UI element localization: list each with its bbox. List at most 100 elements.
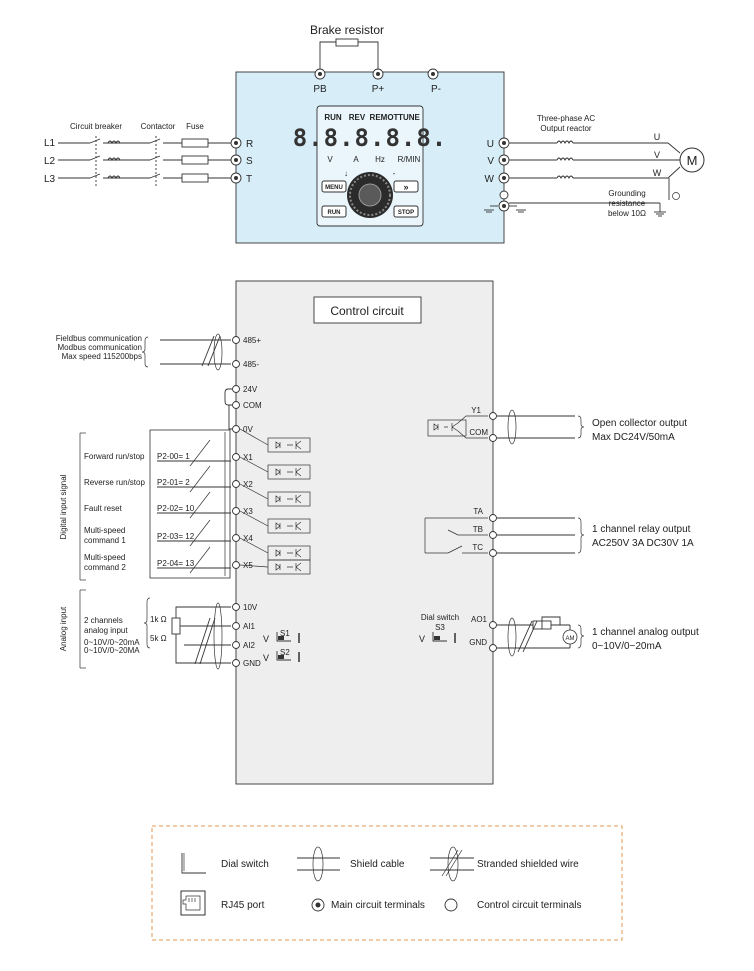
dial-switch-legend-icon <box>181 853 206 874</box>
terminal-oc-com: COM <box>469 428 488 437</box>
dial-switch-s1[interactable]: V S1 <box>263 629 300 644</box>
legend-dial-switch: Dial switch <box>221 859 269 870</box>
terminal-v: V <box>487 156 494 167</box>
circuit-breaker-label: Circuit breaker <box>70 122 122 131</box>
comm-line-1: Fieldbus communication <box>56 334 142 343</box>
menu-button-label: MENU <box>325 185 343 191</box>
x1-function: Forward run/stop <box>84 452 145 461</box>
ao-desc-2: 0~10V/0~20mA <box>592 641 662 652</box>
minus-arrow-icon: ↓ <box>344 169 348 178</box>
dial-switch-s2[interactable]: V S2 <box>263 648 300 663</box>
analog-desc-4: 0~10V/0~20MA <box>84 646 140 655</box>
output-lines: U V W Three-phase AC Output reactor U V … <box>484 114 705 218</box>
analog-meter-icon <box>562 629 578 645</box>
digital-group-label: Digital input signal <box>59 474 68 539</box>
control-title-box <box>313 296 422 324</box>
terminal-24v: 24V <box>243 385 258 394</box>
terminal-gnd: GND <box>243 659 261 668</box>
s2-label: S2 <box>280 648 290 657</box>
control-board <box>235 280 494 785</box>
reactor-label-2: Output reactor <box>540 124 591 133</box>
relay-desc-1: 1 channel relay output <box>592 524 691 535</box>
terminal-0v: 0V <box>243 425 253 434</box>
x5-function: Multi-speed <box>84 553 125 562</box>
x4-function: Multi-speed <box>84 526 125 535</box>
digital-input-x4: Multi-speed command 1 P2-03= 12 X4 <box>84 519 253 547</box>
line-l3: L3 <box>44 174 56 185</box>
terminal-t: T <box>246 174 252 185</box>
rj45-port-icon <box>180 890 206 916</box>
x4-terminal: X4 <box>243 534 253 543</box>
stop-button[interactable] <box>393 205 419 218</box>
x5-function-2: command 2 <box>84 563 126 572</box>
legend-stranded-wire: Stranded shielded wire <box>477 859 579 870</box>
reactor-label-1: Three-phase AC <box>537 114 595 123</box>
optocouplers <box>239 428 311 575</box>
control-terminal-legend-icon <box>444 898 458 912</box>
terminal-p-plus: P+ <box>372 84 385 95</box>
dc-terminals: PB P+ P- <box>313 68 441 95</box>
analog-group-label: Analog input <box>59 606 68 651</box>
x5-param: P2-04= 13 <box>157 559 195 568</box>
x4-param: P2-03= 12 <box>157 532 195 541</box>
terminal-ao1: AO1 <box>471 615 488 624</box>
terminal-pb: PB <box>313 84 327 95</box>
terminal-w: W <box>485 174 495 185</box>
digital-input-x3: Fault reset P2-02= 10 X3 <box>84 491 253 519</box>
x3-terminal: X3 <box>243 507 253 516</box>
terminal-y1: Y1 <box>471 406 481 415</box>
run-button-label: RUN <box>328 210 341 216</box>
oc-desc-1: Open collector output <box>592 418 687 429</box>
pot-label-1k: 1k Ω <box>150 615 167 624</box>
indicator-rev: REV <box>349 113 366 122</box>
unit-hz: Hz <box>375 155 385 164</box>
indicator-remot: REMOT <box>370 113 399 122</box>
line-l2: L2 <box>44 156 56 167</box>
terminal-485-minus: 485- <box>243 360 259 369</box>
keypad: RUN REV REMOT TUNE 8.8.8.8.8. V A Hz R/M… <box>293 105 448 227</box>
line-l1: L1 <box>44 138 56 149</box>
legend-box <box>151 825 623 941</box>
s1-label: S1 <box>280 629 290 638</box>
analog-desc-2: analog input <box>84 626 128 635</box>
ao-desc-1: 1 channel analog output <box>592 627 699 638</box>
oc-desc-2: Max DC24V/50mA <box>592 432 675 443</box>
menu-button[interactable] <box>321 180 347 193</box>
control-circuit: Control circuit Fieldbus communication M… <box>56 280 699 785</box>
s1-v-label: V <box>263 634 269 644</box>
x2-param: P2-01= 2 <box>157 478 190 487</box>
comm-line-2: Modbus communication <box>58 343 142 352</box>
x3-param: P2-02= 10 <box>157 504 195 513</box>
comm-line-3: Max speed 115200bps <box>62 352 142 361</box>
input-lines: L1 L2 L3 R S <box>44 136 253 186</box>
legend-rj45: RJ45 port <box>221 900 265 911</box>
motor-symbol: M <box>687 153 698 168</box>
legend: Dial switch Shield cable Stranded shield… <box>151 825 623 941</box>
unit-v: V <box>327 155 333 164</box>
motor-w-label: W <box>653 168 662 178</box>
main-circuit: Brake resistor PB P+ P- RUN REV REMOT TU… <box>44 23 705 244</box>
analog-output: Dial switch S3 V AO1 GND A <box>419 613 699 657</box>
terminal-485-plus: 485+ <box>243 336 261 345</box>
digital-param-box <box>149 429 231 579</box>
grounding-label-1: Grounding <box>608 189 645 198</box>
legend-main-terminals: Main circuit terminals <box>331 900 425 911</box>
motor-icon <box>679 147 705 173</box>
stranded-wire-legend-icon <box>430 846 474 882</box>
terminal-p-minus: P- <box>431 84 441 95</box>
shift-button[interactable] <box>393 180 419 193</box>
seven-segment-display: 8.8.8.8.8. <box>293 124 448 152</box>
s2-v-label: V <box>263 653 269 663</box>
terminal-s: S <box>246 156 253 167</box>
legend-shield-cable: Shield cable <box>350 859 405 870</box>
x3-function: Fault reset <box>84 504 123 513</box>
motor-u-label: U <box>654 132 661 142</box>
terminal-ai1: AI1 <box>243 622 256 631</box>
x2-terminal: X2 <box>243 480 253 489</box>
x2-function: Reverse run/stop <box>84 478 145 487</box>
grounding-label-2: resistance <box>609 199 646 208</box>
digital-input-x1: Forward run/stop P2-00= 1 X1 <box>84 439 253 467</box>
terminal-tb: TB <box>473 525 483 534</box>
run-button[interactable] <box>321 205 347 218</box>
